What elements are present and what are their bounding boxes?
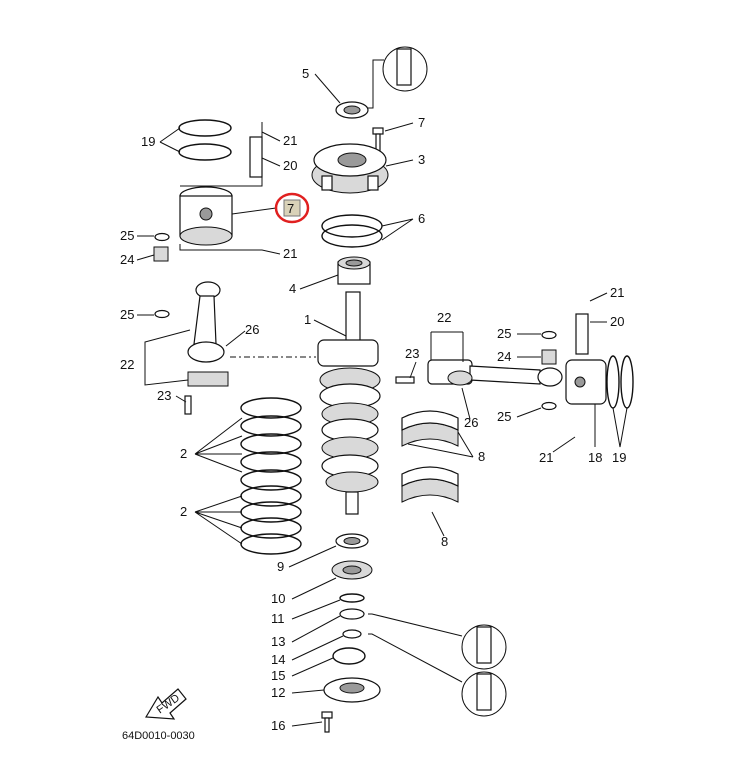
leader-lines — [136, 59, 628, 727]
main-bearing-8-upper[interactable] — [401, 410, 459, 447]
piston-pin-20-right[interactable] — [575, 313, 589, 355]
washer-25-right-bottom[interactable] — [541, 401, 557, 411]
callout-23-left: 23 — [157, 388, 171, 403]
callout-19-right: 19 — [612, 450, 626, 465]
highlight-ring — [274, 192, 310, 224]
bolt-23-left[interactable] — [184, 395, 192, 415]
grease-tube-icon — [382, 46, 428, 92]
callout-8-upper: 8 — [478, 449, 485, 464]
piston-ring-stack-2-upper[interactable] — [240, 397, 302, 491]
needle-bearing-24-right[interactable] — [541, 349, 557, 365]
callout-13: 13 — [271, 634, 285, 649]
piston-pin-20-left[interactable] — [249, 136, 263, 178]
grease-tube-icon — [461, 671, 507, 717]
callout-22-left: 22 — [120, 357, 134, 372]
callout-22-right: 22 — [437, 310, 451, 325]
needle-bearing-24-left[interactable] — [153, 246, 169, 262]
callout-21-right-bottom: 21 — [539, 450, 553, 465]
o-ring-11[interactable] — [339, 593, 365, 603]
piston-rings-19-right[interactable] — [606, 355, 634, 409]
callout-25-right-bottom: 25 — [497, 409, 511, 424]
highlight-box — [283, 199, 301, 217]
piston-rings-19-left[interactable] — [178, 119, 232, 161]
washer-25-top[interactable] — [154, 232, 170, 242]
washer-25-right-top[interactable] — [541, 330, 557, 340]
bolt-16[interactable] — [321, 711, 333, 733]
callout-21-top: 21 — [283, 133, 297, 148]
washer-25-mid[interactable] — [154, 309, 170, 319]
callout-21-right-top: 21 — [610, 285, 624, 300]
callout-11: 11 — [271, 611, 285, 626]
callout-25-right-top: 25 — [497, 326, 511, 341]
o-ring-15[interactable] — [332, 647, 366, 665]
piston-ring-stack-2-lower[interactable] — [240, 485, 302, 555]
callout-9: 9 — [277, 559, 284, 574]
callout-7: 7 — [418, 115, 425, 130]
callout-labels: 5 7 3 6 4 1 19 21 20 25 24 21 25 26 22 2… — [120, 66, 626, 733]
callout-15: 15 — [271, 668, 285, 683]
crankshaft-1[interactable] — [317, 291, 381, 515]
callout-24-left: 24 — [120, 252, 134, 267]
o-ring-6[interactable] — [321, 214, 383, 248]
callout-23-right: 23 — [405, 346, 419, 361]
callout-5: 5 — [302, 66, 309, 81]
bearing-housing-12[interactable] — [323, 677, 381, 703]
callout-21-mid: 21 — [283, 246, 297, 261]
oil-seal-9[interactable] — [335, 533, 369, 549]
callout-14: 14 — [271, 652, 285, 667]
callout-18: 18 — [588, 450, 602, 465]
main-bearing-8-lower[interactable] — [401, 466, 459, 503]
callout-2-lower: 2 — [180, 504, 187, 519]
piston-right[interactable] — [565, 359, 607, 405]
callout-19-left: 19 — [141, 134, 155, 149]
connecting-rod-right[interactable] — [427, 359, 563, 387]
callout-20-right: 20 — [610, 314, 624, 329]
fwd-arrow-icon: FWD — [144, 688, 187, 720]
callout-26-left: 26 — [245, 322, 259, 337]
callout-3: 3 — [418, 152, 425, 167]
callout-8-lower: 8 — [441, 534, 448, 549]
callout-12: 12 — [271, 685, 285, 700]
callout-2-upper: 2 — [180, 446, 187, 461]
bearing-4[interactable] — [337, 256, 371, 285]
oil-seal-14[interactable] — [342, 629, 362, 639]
diagram-code: 64D0010-0030 — [122, 730, 195, 742]
callout-10: 10 — [271, 591, 285, 606]
callout-20-left: 20 — [283, 158, 297, 173]
bearing-housing-3[interactable] — [311, 143, 389, 194]
callout-16: 16 — [271, 718, 285, 733]
connecting-rod-left[interactable] — [187, 281, 229, 387]
oil-seal-13[interactable] — [339, 608, 365, 620]
callout-1: 1 — [304, 312, 311, 327]
grease-tube-icon — [461, 624, 507, 670]
bearing-10[interactable] — [331, 560, 373, 580]
callout-25-mid: 25 — [120, 307, 134, 322]
callout-4: 4 — [289, 281, 296, 296]
callout-24-right: 24 — [497, 349, 511, 364]
highlighted-callout-7[interactable]: 7 — [274, 192, 310, 224]
callout-25-top: 25 — [120, 228, 134, 243]
highlight-label: 7 — [287, 201, 294, 216]
piston-left[interactable] — [179, 186, 233, 246]
callout-26-right: 26 — [464, 415, 478, 430]
callout-6: 6 — [418, 211, 425, 226]
bolt-23-right[interactable] — [395, 376, 415, 384]
oil-seal-5[interactable] — [335, 101, 369, 119]
